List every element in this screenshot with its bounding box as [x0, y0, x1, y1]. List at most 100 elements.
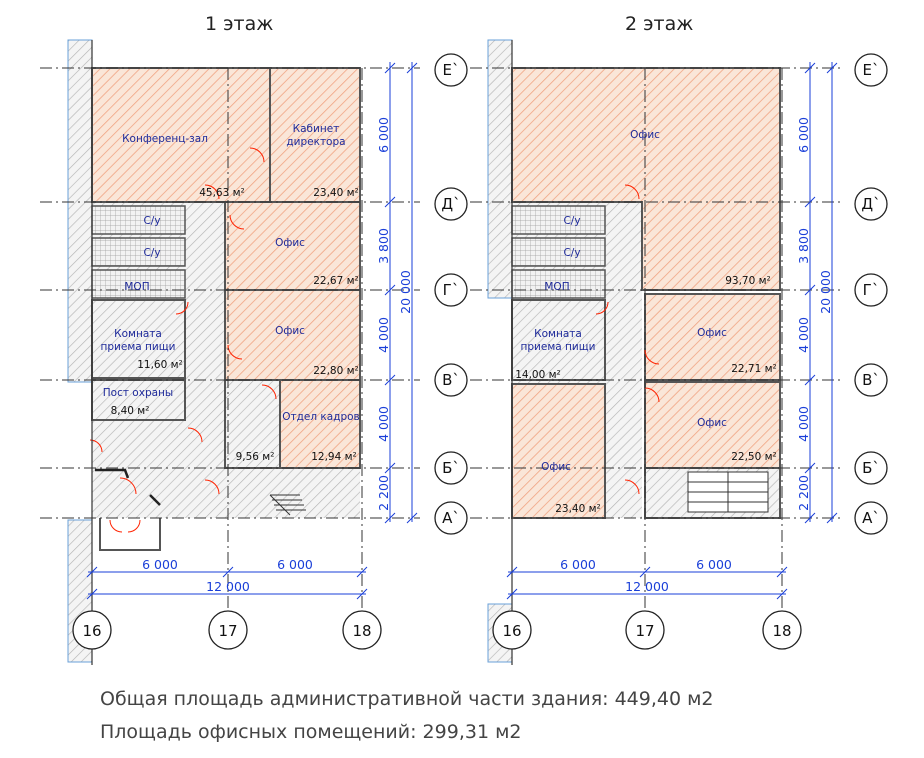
floor-1-grid-lines [40, 67, 420, 610]
dim-v-v-b: 4 000 [376, 406, 391, 442]
f2-axis-e: Е` [863, 61, 880, 79]
f2-axis-17: 17 [635, 622, 654, 640]
room-area-kitchen: 11,60 м² [137, 359, 183, 371]
f2-axis-16: 16 [502, 622, 521, 640]
dim-h-span-2: 6 000 [277, 557, 313, 572]
room-area-office-2: 22,80 м² [313, 365, 359, 377]
floor-1-stair [269, 494, 306, 516]
dim-v-g-v: 4 000 [376, 317, 391, 353]
floor-2-left-wall [487, 39, 513, 299]
axis-v: В` [442, 371, 460, 389]
room-label-wc-2: С/у [143, 247, 160, 259]
dim-v-b-a: 2 200 [376, 475, 391, 511]
room-kitchen-f2 [511, 299, 606, 381]
room-area-small: 9,56 м² [236, 451, 275, 463]
dim-v-e-d: 6 000 [376, 117, 391, 153]
f2-dim-v-b-a: 2 200 [796, 475, 811, 511]
room-area-hr: 12,94 м² [311, 451, 357, 463]
f2-room-label-mop: МОП [544, 281, 569, 293]
f2-room-area-kitchen: 14,00 м² [515, 369, 561, 381]
f2-dim-h-total: 12 000 [625, 579, 669, 594]
floor-2-stair [687, 471, 769, 513]
room-label-hr: Отдел кадров [282, 411, 359, 423]
room-office-f2-1 [644, 293, 781, 381]
room-label-office-2: Офис [275, 325, 305, 337]
room-area-security: 8,40 м² [111, 405, 150, 417]
entrance-door-2 [149, 494, 161, 506]
dim-v-d-g: 3 800 [376, 228, 391, 264]
summary-total-area: Общая площадь административной части зда… [100, 688, 714, 710]
room-area-director: 23,40 м² [313, 187, 359, 199]
room-area-office-1: 22,67 м² [313, 275, 359, 287]
f2-room-label-wc-1: С/у [563, 215, 580, 227]
floor-1-doors [89, 147, 277, 533]
floor-2-grid-lines [470, 67, 840, 610]
entrance-door-1 [95, 468, 130, 479]
axis-b: Б` [442, 459, 460, 477]
room-wc-2 [91, 237, 186, 267]
floor-2-dim-vertical [804, 62, 838, 524]
f2-dim-h-span-2: 6 000 [696, 557, 732, 572]
dim-h-total: 12 000 [206, 579, 250, 594]
axis-18: 18 [352, 622, 371, 640]
room-wc-1-f2 [511, 205, 606, 235]
floor-2-plan: 2 этаж [470, 13, 888, 665]
room-wc-1 [91, 205, 186, 235]
room-kitchen [91, 299, 186, 379]
f2-dim-v-total: 20 000 [818, 270, 833, 314]
floor-2-title: 2 этаж [625, 13, 693, 35]
f2-dim-v-v-b: 4 000 [796, 406, 811, 442]
floor-1-lobby [92, 468, 360, 518]
f2-room-area-office-3: 23,40 м² [555, 503, 601, 515]
room-area-conference: 45,63 м² [199, 187, 245, 199]
f2-axis-18: 18 [772, 622, 791, 640]
floor-1-column-axes [72, 610, 382, 650]
floor-2-doors [595, 184, 660, 495]
floor-1-left-wall [67, 39, 93, 383]
f2-dim-v-g-v: 4 000 [796, 317, 811, 353]
f2-axis-a: А` [862, 509, 880, 527]
f2-room-label-office-3: Офис [541, 461, 571, 473]
floor-1-row-axes [434, 53, 468, 535]
f2-room-label-wc-2: С/у [563, 247, 580, 259]
f2-axis-d: Д` [861, 195, 880, 213]
f2-room-label-office-1: Офис [697, 327, 727, 339]
axis-d: Д` [441, 195, 460, 213]
f2-axis-g: Г` [863, 281, 880, 299]
f2-room-label-office-2: Офис [697, 417, 727, 429]
floor-2-dim-horizontal [506, 566, 788, 600]
floor-1-plan: 1 этаж [40, 13, 468, 665]
room-label-security: Пост охраны [103, 387, 173, 399]
room-mop [91, 269, 186, 299]
f2-dim-h-span-1: 6 000 [560, 557, 596, 572]
axis-g: Г` [443, 281, 460, 299]
f2-room-area-office-2: 22,50 м² [731, 451, 777, 463]
axis-17: 17 [218, 622, 237, 640]
room-label-conference: Конференц-зал [122, 133, 208, 145]
f2-axis-b: Б` [862, 459, 880, 477]
floor-1-title: 1 этаж [205, 13, 273, 35]
room-small [224, 379, 281, 469]
f2-axis-v: В` [862, 371, 880, 389]
room-label-office-1: Офис [275, 237, 305, 249]
room-label-mop: МОП [124, 281, 149, 293]
f2-room-area-office-big: 93,70 м² [725, 275, 771, 287]
dim-h-span-1: 6 000 [142, 557, 178, 572]
f2-dim-v-d-g: 3 800 [796, 228, 811, 264]
f2-dim-v-e-d: 6 000 [796, 117, 811, 153]
f2-room-label-office-big: Офис [630, 129, 660, 141]
axis-16: 16 [82, 622, 101, 640]
floor-1-dim-vertical [384, 62, 418, 524]
room-director [269, 67, 361, 203]
floor-2-column-axes [492, 610, 802, 650]
room-security [91, 379, 186, 421]
room-wc-2-f2 [511, 237, 606, 267]
f2-room-area-office-1: 22,71 м² [731, 363, 777, 375]
room-office-f2-3 [511, 383, 606, 519]
floor-1-dim-horizontal [86, 566, 368, 600]
entrance-vestibule [99, 518, 161, 551]
